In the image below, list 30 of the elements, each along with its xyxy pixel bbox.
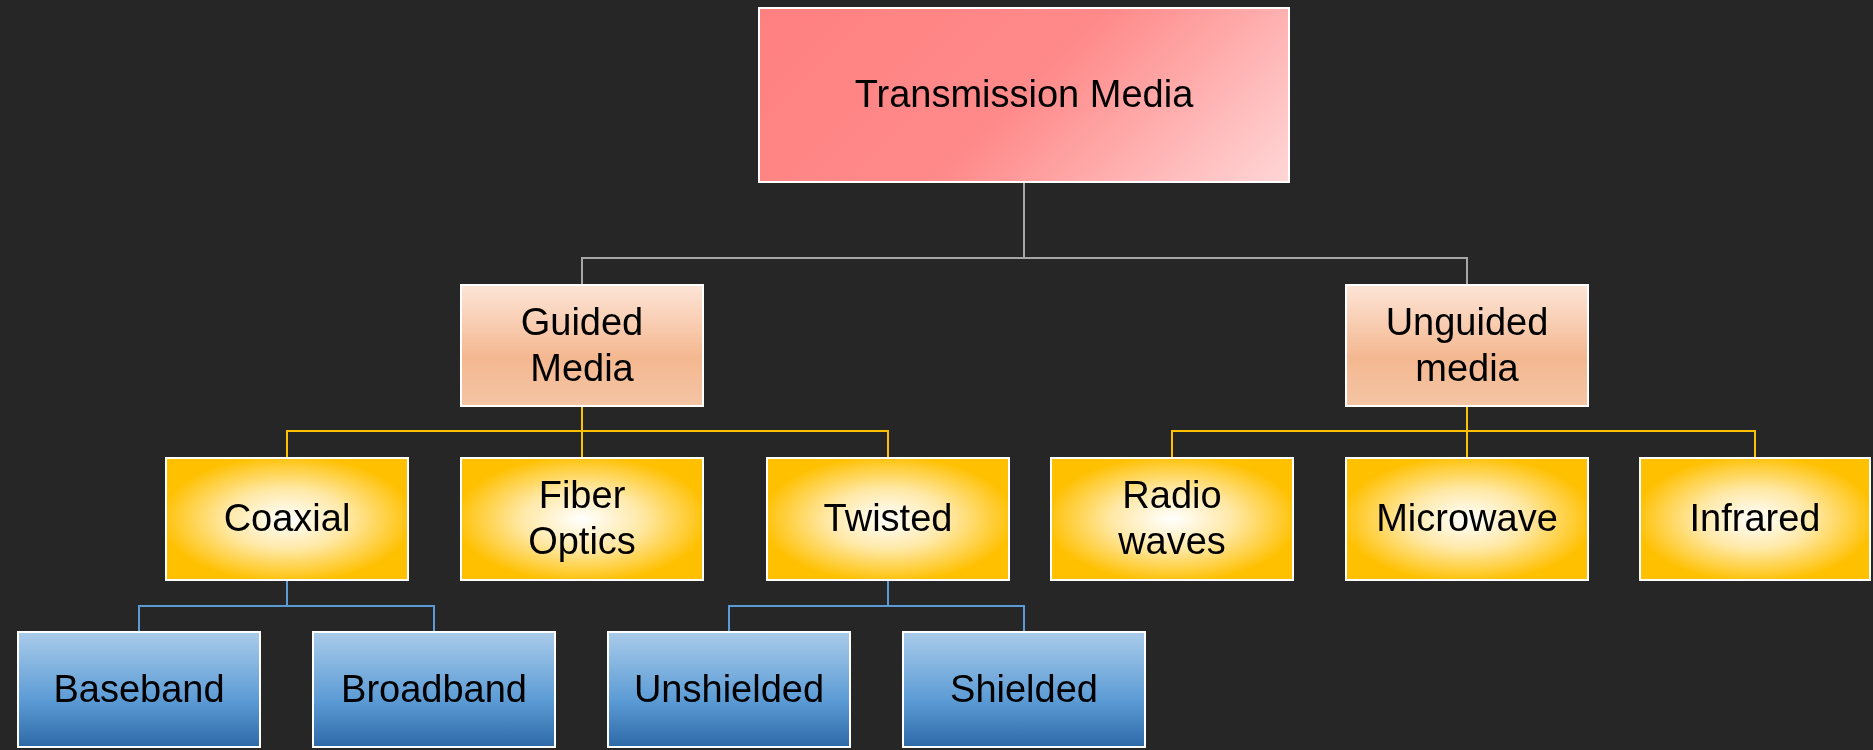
- node-label: Shielded: [950, 666, 1098, 712]
- node-label: Broadband: [341, 666, 527, 712]
- connector-line: [1466, 406, 1756, 458]
- variant-box: [312, 631, 556, 748]
- node-label: Baseband: [53, 666, 225, 712]
- node-label: Twisted: [823, 496, 953, 542]
- medium-box: [766, 457, 1010, 581]
- connector-line: [286, 580, 435, 632]
- node-label: Microwave: [1376, 496, 1558, 542]
- category-box: [460, 284, 704, 407]
- variant-box: [902, 631, 1146, 748]
- variant-box: [607, 631, 851, 748]
- variant-box: [17, 631, 261, 748]
- medium-box: [1345, 457, 1589, 581]
- root-box: [758, 7, 1290, 183]
- node-label: Radio waves: [1117, 473, 1227, 564]
- medium-box: [1639, 457, 1871, 581]
- medium-box: [165, 457, 409, 581]
- node-label: Unguided media: [1384, 299, 1550, 391]
- category-box: [1345, 284, 1589, 407]
- node-label: Guided Media: [519, 299, 645, 391]
- connector-line: [581, 406, 889, 458]
- node-label: Infrared: [1689, 496, 1821, 542]
- node-label: Transmission Media: [854, 72, 1194, 118]
- connector-line: [887, 580, 1025, 632]
- node-label: Unshielded: [633, 666, 825, 712]
- medium-box: [460, 457, 704, 581]
- node-label: Coaxial: [223, 496, 351, 542]
- medium-box: [1050, 457, 1294, 581]
- node-label: Fiber Optics: [527, 473, 637, 564]
